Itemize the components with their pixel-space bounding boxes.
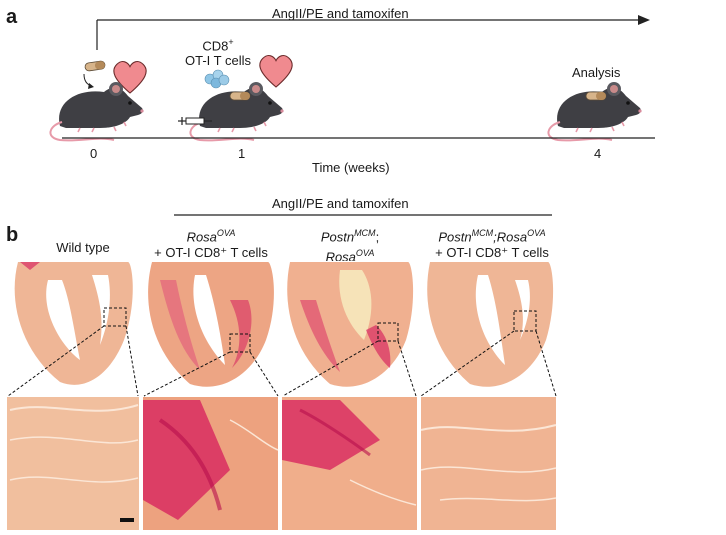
mouse-icon	[189, 81, 285, 142]
tamoxifen-pill-icon	[84, 60, 106, 72]
whole-heart-row	[7, 261, 556, 389]
treatment-label-a: AngII/PE and tamoxifen	[272, 6, 409, 21]
zoomed-tissue-row	[7, 397, 557, 530]
panel-b-letter: b	[6, 224, 19, 246]
cd8-cells-label: CD8+ OT-I T cells	[185, 37, 251, 69]
heart-icon	[259, 54, 293, 88]
scale-bar	[120, 518, 134, 522]
tick-label-1: 1	[238, 146, 246, 161]
tick-label-4: 4	[594, 146, 602, 161]
column-header-postn-rosa: PostnMCM; RosaOVA	[320, 228, 380, 265]
tick-label-0: 0	[90, 146, 98, 161]
treatment-label-b: AngII/PE and tamoxifen	[272, 196, 409, 211]
t-cells-icon	[204, 69, 230, 89]
column-header-postn-rosa-tcells: PostnMCM;RosaOVA + OT-I CD8⁺ T cells	[435, 228, 549, 261]
mouse-icon	[547, 81, 643, 142]
time-axis-label: Time (weeks)	[312, 160, 390, 175]
panel-a-letter: a	[6, 6, 18, 28]
analysis-label: Analysis	[572, 65, 621, 80]
panel-a-diagram	[49, 15, 655, 142]
column-header-wild-type: Wild type	[56, 240, 110, 255]
zoom-lines	[7, 325, 557, 397]
syringe-icon	[178, 117, 212, 125]
column-header-rosa-ova-tcells: RosaOVA + OT-I CD8⁺ T cells	[154, 228, 268, 261]
